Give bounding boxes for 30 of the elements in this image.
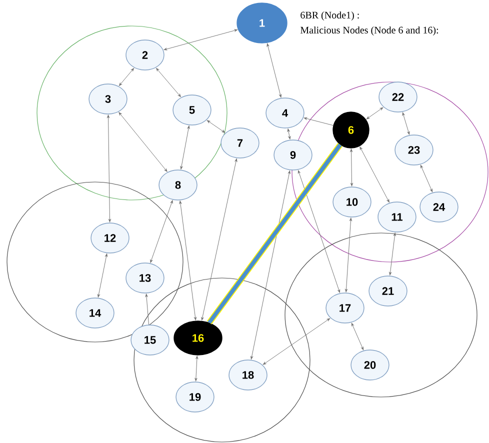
connector-arrow xyxy=(156,68,181,97)
connector-arrow xyxy=(402,112,410,135)
connector-arrow xyxy=(262,318,330,365)
connector-arrow xyxy=(150,200,173,263)
connector-arrow xyxy=(266,43,282,98)
connector-arrow xyxy=(360,146,390,202)
connector-arrow xyxy=(287,128,291,140)
connector-arrow xyxy=(118,112,168,172)
connector-arrow xyxy=(298,170,340,293)
connector-arrow xyxy=(145,294,150,325)
connector-arrow xyxy=(98,254,108,298)
connector-arrow xyxy=(180,126,190,170)
connector-arrow xyxy=(107,114,111,222)
connector-arrow xyxy=(118,68,134,86)
connector-arrow xyxy=(201,158,238,320)
connector-arrow xyxy=(389,232,396,276)
connector-arrow xyxy=(420,164,433,192)
connector-arrow xyxy=(351,322,364,350)
legend-text: 6BR (Node1) : xyxy=(300,11,359,21)
connector-arrow xyxy=(350,148,353,186)
connector-arrow xyxy=(206,143,342,324)
legend-text: Malicious Nodes (Node 6 and 16): xyxy=(300,26,438,36)
connector-arrow xyxy=(250,170,290,360)
connector-arrow xyxy=(206,120,226,133)
connector-arrow xyxy=(345,218,352,292)
connector-arrow xyxy=(366,107,384,120)
connector-arrow xyxy=(194,356,198,382)
connector-arrow xyxy=(304,117,334,126)
connector-arrow xyxy=(179,200,197,320)
connector-arrow xyxy=(164,29,238,50)
